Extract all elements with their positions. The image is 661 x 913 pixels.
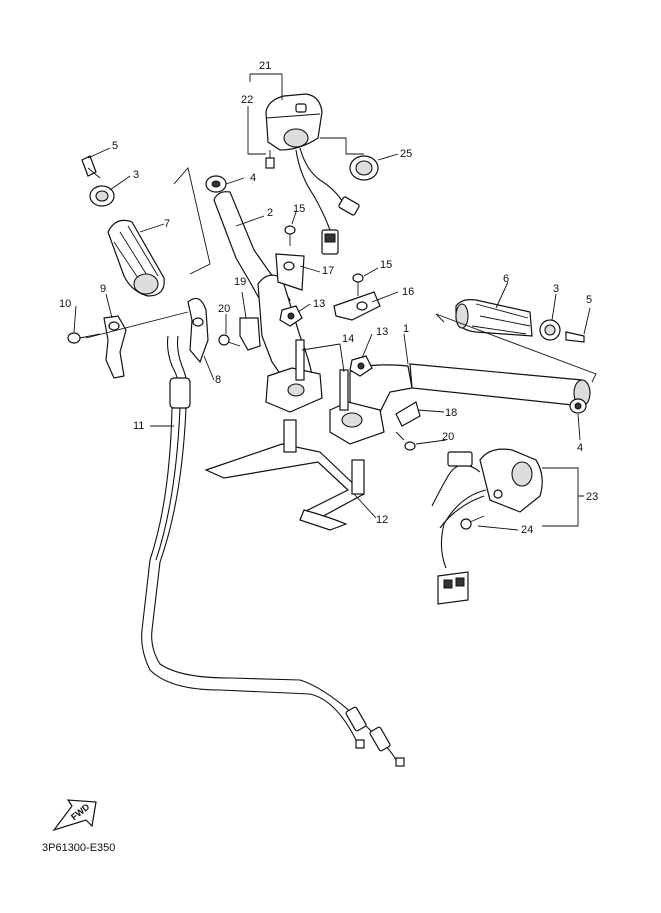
screw-24 bbox=[460, 515, 485, 530]
right-switch-23 bbox=[431, 448, 543, 605]
leader-lines bbox=[73, 73, 591, 531]
screw-5-right bbox=[565, 331, 585, 343]
lever-holder-8 bbox=[187, 297, 209, 364]
left-handlebar-2 bbox=[213, 191, 323, 413]
screw-20-right bbox=[395, 431, 416, 451]
diagram-reference-code: 3P61300-E350 bbox=[42, 842, 116, 854]
callout-21: 21 bbox=[259, 60, 272, 72]
callout-2: 2 bbox=[267, 207, 274, 219]
callout-7: 7 bbox=[164, 218, 171, 230]
lower-holder-12 bbox=[204, 419, 366, 531]
screw-5-left bbox=[81, 155, 101, 179]
callout-13-right: 13 bbox=[376, 326, 389, 338]
screw-15-left bbox=[284, 225, 296, 246]
callout-4-left: 4 bbox=[250, 172, 257, 184]
callout-5-right: 5 bbox=[586, 294, 593, 306]
leader-10-9 bbox=[85, 311, 189, 339]
callout-16: 16 bbox=[402, 286, 415, 298]
callout-1: 1 bbox=[403, 323, 410, 335]
callout-9: 9 bbox=[100, 283, 107, 295]
plate-16 bbox=[333, 291, 381, 321]
callout-13-left: 13 bbox=[313, 298, 326, 310]
callout-18: 18 bbox=[445, 407, 458, 419]
nut-4-left bbox=[205, 175, 227, 193]
callout-8: 8 bbox=[215, 374, 222, 386]
nut-13-right bbox=[349, 355, 373, 377]
screw-10 bbox=[67, 332, 101, 344]
bracket-18 bbox=[395, 401, 421, 427]
grip-7 bbox=[107, 219, 165, 297]
callout-6: 6 bbox=[503, 273, 510, 285]
fwd-arrow-icon bbox=[52, 799, 97, 832]
callout-20-left: 20 bbox=[218, 303, 231, 315]
throttle-cable-11 bbox=[141, 335, 405, 767]
nut-13-left bbox=[279, 305, 303, 327]
callout-11: 11 bbox=[133, 420, 145, 432]
callout-3-right: 3 bbox=[553, 283, 560, 295]
holder-9 bbox=[103, 315, 127, 379]
screw-15-right bbox=[352, 273, 364, 296]
screw-20-left bbox=[218, 334, 241, 347]
end-weight-3-right bbox=[539, 319, 561, 341]
right-handlebar-1 bbox=[329, 363, 591, 445]
callout-4-right: 4 bbox=[577, 442, 584, 454]
collar-25 bbox=[349, 155, 379, 181]
callout-20-right: 20 bbox=[442, 431, 455, 443]
nut-4-right bbox=[569, 398, 587, 414]
plate-17 bbox=[275, 253, 305, 291]
callout-3-left: 3 bbox=[133, 169, 140, 181]
callout-24: 24 bbox=[521, 524, 534, 536]
callout-14: 14 bbox=[342, 333, 355, 345]
bracket-19 bbox=[239, 317, 261, 351]
callout-25: 25 bbox=[400, 148, 413, 160]
callout-15-left: 15 bbox=[293, 203, 306, 215]
grip-6 bbox=[455, 299, 533, 337]
callout-19: 19 bbox=[234, 276, 247, 288]
callout-5-left: 5 bbox=[112, 140, 119, 152]
callout-17: 17 bbox=[322, 265, 335, 277]
end-weight-3-left bbox=[89, 185, 115, 207]
callout-23: 23 bbox=[586, 491, 599, 503]
bracket-7 bbox=[173, 167, 211, 275]
screw-22 bbox=[265, 150, 275, 169]
bracket-6 bbox=[435, 313, 597, 383]
callout-12: 12 bbox=[376, 514, 389, 526]
callout-15-right: 15 bbox=[380, 259, 393, 271]
callout-22: 22 bbox=[241, 94, 254, 106]
right-handlebar-switch bbox=[265, 93, 360, 255]
callout-10: 10 bbox=[59, 298, 72, 310]
